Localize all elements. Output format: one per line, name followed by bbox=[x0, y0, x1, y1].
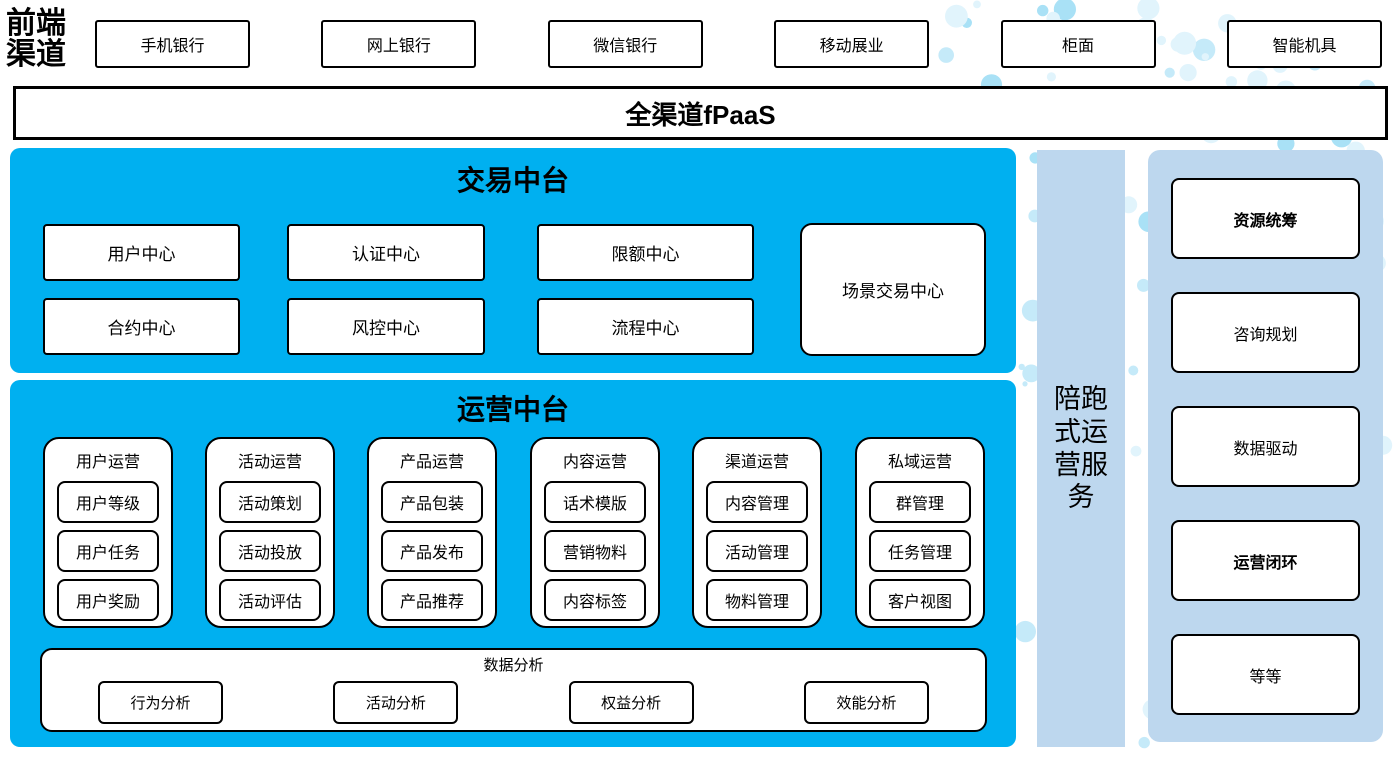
card-item-box: 产品推荐 bbox=[381, 579, 483, 621]
fpaas-bar: 全渠道fPaaS bbox=[13, 86, 1388, 140]
card-title: 私域运营 bbox=[887, 454, 952, 471]
card-item-box: 用户任务 bbox=[57, 530, 159, 572]
box-user-center: 用户中心 bbox=[43, 224, 240, 281]
card-item-box: 产品包装 bbox=[381, 481, 483, 523]
front-channels-label: 前端渠道 bbox=[6, 7, 66, 71]
box-contract-center: 合约中心 bbox=[43, 298, 240, 355]
service-box-data-driven: 数据驱动 bbox=[1171, 406, 1360, 487]
analysis-box-behavior: 行为分析 bbox=[98, 681, 223, 724]
transaction-platform-title: 交易中台 bbox=[456, 166, 569, 197]
operation-card-product: 产品运营 产品包装 产品发布 产品推荐 bbox=[367, 437, 497, 628]
card-title: 用户运营 bbox=[75, 454, 140, 471]
card-title: 活动运营 bbox=[237, 454, 302, 471]
box-limit-center: 限额中心 bbox=[537, 224, 754, 281]
channel-box-mobile-outreach: 移动展业 bbox=[774, 20, 930, 68]
card-item-box: 话术模版 bbox=[544, 481, 646, 523]
card-item-box: 活动评估 bbox=[219, 579, 321, 621]
companion-service-bar-label: 陪跑式运营服务 bbox=[1054, 383, 1108, 513]
operations-platform-title: 运营中台 bbox=[456, 395, 569, 426]
card-item-box: 营销物料 bbox=[544, 530, 646, 572]
operations-platform-section: 运营中台 用户运营 用户等级 用户任务 用户奖励 活动运营 活动策划 活动投放 … bbox=[10, 380, 1016, 747]
card-title: 内容运营 bbox=[562, 454, 627, 471]
card-item-box: 内容标签 bbox=[544, 579, 646, 621]
card-item-box: 用户奖励 bbox=[57, 579, 159, 621]
channel-box-wechat-banking: 微信银行 bbox=[547, 20, 703, 68]
analysis-box-benefit: 权益分析 bbox=[568, 681, 694, 724]
box-process-center: 流程中心 bbox=[537, 298, 754, 355]
analysis-box-activity: 活动分析 bbox=[333, 681, 459, 724]
channel-box-online-banking: 网上银行 bbox=[321, 20, 477, 68]
card-item-box: 用户等级 bbox=[57, 481, 159, 523]
card-item-box: 产品发布 bbox=[381, 530, 483, 572]
card-item-box: 活动投放 bbox=[219, 530, 321, 572]
operation-card-channel: 渠道运营 内容管理 活动管理 物料管理 bbox=[692, 437, 822, 628]
card-item-box: 活动管理 bbox=[706, 530, 808, 572]
companion-service-panel: 资源统筹 咨询规划 数据驱动 运营闭环 等等 bbox=[1148, 150, 1383, 742]
front-channels-row: 手机银行 网上银行 微信银行 移动展业 柜面 智能机具 bbox=[95, 20, 1382, 68]
service-box-etc: 等等 bbox=[1171, 634, 1360, 715]
operation-card-activity: 活动运营 活动策划 活动投放 活动评估 bbox=[205, 437, 335, 628]
card-item-box: 群管理 bbox=[869, 481, 971, 523]
card-item-box: 内容管理 bbox=[706, 481, 808, 523]
data-analysis-title: 数据分析 bbox=[483, 657, 544, 674]
card-item-box: 客户视图 bbox=[869, 579, 971, 621]
service-box-resource-coordination: 资源统筹 bbox=[1171, 178, 1360, 259]
card-title: 产品运营 bbox=[399, 454, 464, 471]
channel-box-mobile-banking: 手机银行 bbox=[95, 20, 250, 68]
transaction-platform-section: 交易中台 用户中心 认证中心 限额中心 合约中心 风控中心 流程中心 场景交易中… bbox=[10, 148, 1016, 373]
card-item-box: 任务管理 bbox=[869, 530, 971, 572]
operation-card-user: 用户运营 用户等级 用户任务 用户奖励 bbox=[43, 437, 173, 628]
box-auth-center: 认证中心 bbox=[287, 224, 485, 281]
operation-card-content: 内容运营 话术模版 营销物料 内容标签 bbox=[530, 437, 660, 628]
card-title: 渠道运营 bbox=[724, 454, 789, 471]
data-analysis-panel: 数据分析 行为分析 活动分析 权益分析 效能分析 bbox=[40, 648, 987, 732]
operation-card-private-domain: 私域运营 群管理 任务管理 客户视图 bbox=[855, 437, 985, 628]
card-item-box: 活动策划 bbox=[219, 481, 321, 523]
service-box-consulting-planning: 咨询规划 bbox=[1171, 292, 1360, 373]
service-box-operation-loop: 运营闭环 bbox=[1171, 520, 1360, 601]
channel-box-smart-machines: 智能机具 bbox=[1226, 20, 1382, 68]
box-risk-center: 风控中心 bbox=[287, 298, 485, 355]
analysis-box-efficiency: 效能分析 bbox=[803, 681, 929, 724]
card-item-box: 物料管理 bbox=[706, 579, 808, 621]
channel-box-counter: 柜面 bbox=[1000, 20, 1156, 68]
box-scene-transaction-center: 场景交易中心 bbox=[800, 223, 986, 356]
companion-service-bar: 陪跑式运营服务 bbox=[1037, 150, 1125, 747]
